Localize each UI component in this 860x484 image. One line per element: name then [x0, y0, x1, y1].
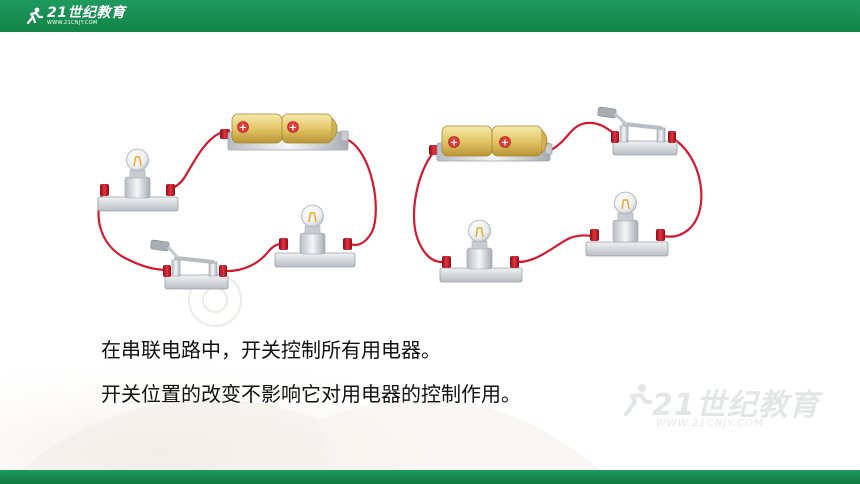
site-logo[interactable]: 21世纪教育 WWW.21CNJY.COM	[24, 4, 125, 28]
caption-line-2: 开关位置的改变不影响它对用电器的控制作用。	[101, 382, 521, 406]
left-switch	[150, 239, 229, 290]
battery-plus-label: +	[239, 123, 247, 134]
watermark-url: WWW.21CNJY.COM	[656, 418, 764, 429]
battery-terminal	[220, 129, 230, 139]
logo-subtext: WWW.21CNJY.COM	[47, 20, 98, 26]
right-battery-pack: + +	[429, 125, 553, 162]
battery-cell: +	[491, 125, 543, 157]
right-circuit-wires	[412, 121, 703, 264]
battery-plus-label: +	[450, 138, 458, 149]
battery-terminal	[429, 145, 439, 155]
logo-text: 21世纪教育	[47, 5, 126, 21]
battery-plus-label: +	[501, 138, 509, 149]
battery-cell: +	[281, 113, 333, 144]
watermark-runner-icon	[624, 384, 652, 416]
battery-cell: +	[441, 125, 493, 157]
watermark-brand: 21世纪教育	[652, 388, 820, 423]
footer-bar	[0, 470, 860, 484]
left-bulb-1	[97, 148, 179, 212]
caption-line-1: 在串联电路中，开关控制所有用电器。	[101, 338, 441, 362]
right-bulb-2	[585, 191, 669, 257]
battery-plus-label: +	[289, 123, 297, 134]
battery-cell: +	[231, 113, 283, 144]
left-battery-pack: + +	[220, 113, 349, 151]
right-switch	[597, 106, 678, 156]
runner-icon	[26, 7, 44, 25]
left-bulb-2	[274, 204, 356, 268]
right-bulb-1	[439, 219, 523, 283]
watermark-logo: 21世纪教育 WWW.21CNJY.COM	[624, 380, 828, 436]
header-bar: 21世纪教育 WWW.21CNJY.COM	[0, 0, 860, 32]
